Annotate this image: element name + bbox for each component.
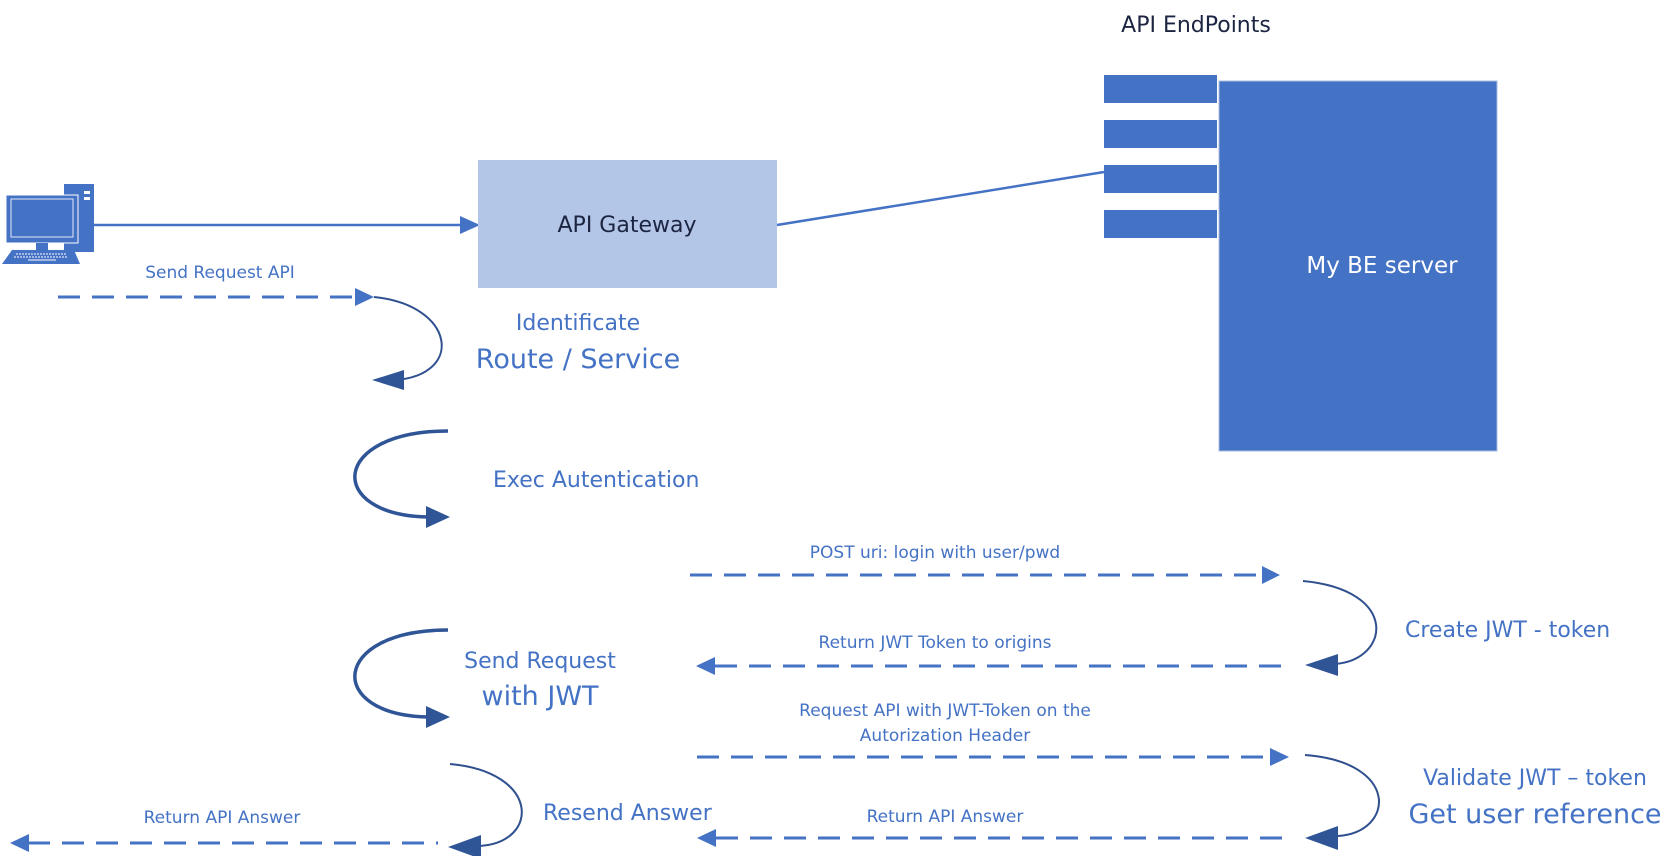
return-api-answer-client-label: Return API Answer: [144, 808, 301, 828]
send-request-api-arrow: [58, 288, 374, 306]
get-user-reference-label: Get user reference: [1408, 799, 1661, 830]
validate-jwt-label: Validate JWT – token: [1423, 766, 1647, 791]
identificate-loop-arrow: [372, 296, 443, 390]
resend-answer-loop-arrow: [448, 763, 523, 856]
return-api-answer-server-arrow: [697, 829, 1282, 847]
send-request-api-label: Send Request API: [145, 263, 295, 283]
desktop-computer-icon: [2, 184, 94, 264]
request-api-jwt-label-line2: Autorization Header: [860, 726, 1030, 746]
exec-autentication-label: Exec Autentication: [493, 468, 699, 493]
be-server-box: [1218, 80, 1498, 452]
create-jwt-loop-arrow: [1302, 580, 1378, 676]
resend-answer-label: Resend Answer: [543, 801, 713, 826]
validate-jwt-loop-arrow: [1304, 754, 1380, 850]
request-api-jwt-label-line1: Request API with JWT-Token on the: [799, 701, 1091, 721]
client-to-gateway-arrow: [94, 216, 480, 234]
send-request-label-line1: Send Request: [464, 649, 616, 674]
return-api-answer-client-arrow: [10, 834, 438, 852]
create-jwt-label: Create JWT - token: [1405, 618, 1610, 643]
return-jwt-label: Return JWT Token to origins: [819, 633, 1052, 653]
api-gateway-label: API Gateway: [558, 213, 697, 238]
endpoint-bar: [1104, 210, 1217, 238]
endpoint-bar: [1104, 120, 1217, 148]
gateway-to-endpoint-line: [776, 170, 1105, 227]
route-service-label: Route / Service: [476, 344, 680, 375]
return-api-answer-server-label: Return API Answer: [867, 807, 1024, 827]
return-jwt-arrow: [696, 657, 1282, 675]
send-request-label-line2: with JWT: [481, 681, 599, 712]
exec-autentication-loop-arrow: [353, 429, 450, 528]
post-login-label: POST uri: login with user/pwd: [810, 543, 1060, 563]
endpoint-bar: [1104, 165, 1217, 193]
endpoint-bar: [1104, 75, 1217, 103]
request-api-jwt-arrow: [697, 748, 1289, 766]
api-gateway-box: [478, 160, 777, 288]
send-request-jwt-loop-arrow: [353, 628, 450, 728]
identificate-label: Identificate: [516, 311, 640, 336]
api-endpoints-label: API EndPoints: [1121, 13, 1271, 38]
post-login-arrow: [690, 566, 1280, 584]
be-server-label: My BE server: [1306, 253, 1458, 279]
